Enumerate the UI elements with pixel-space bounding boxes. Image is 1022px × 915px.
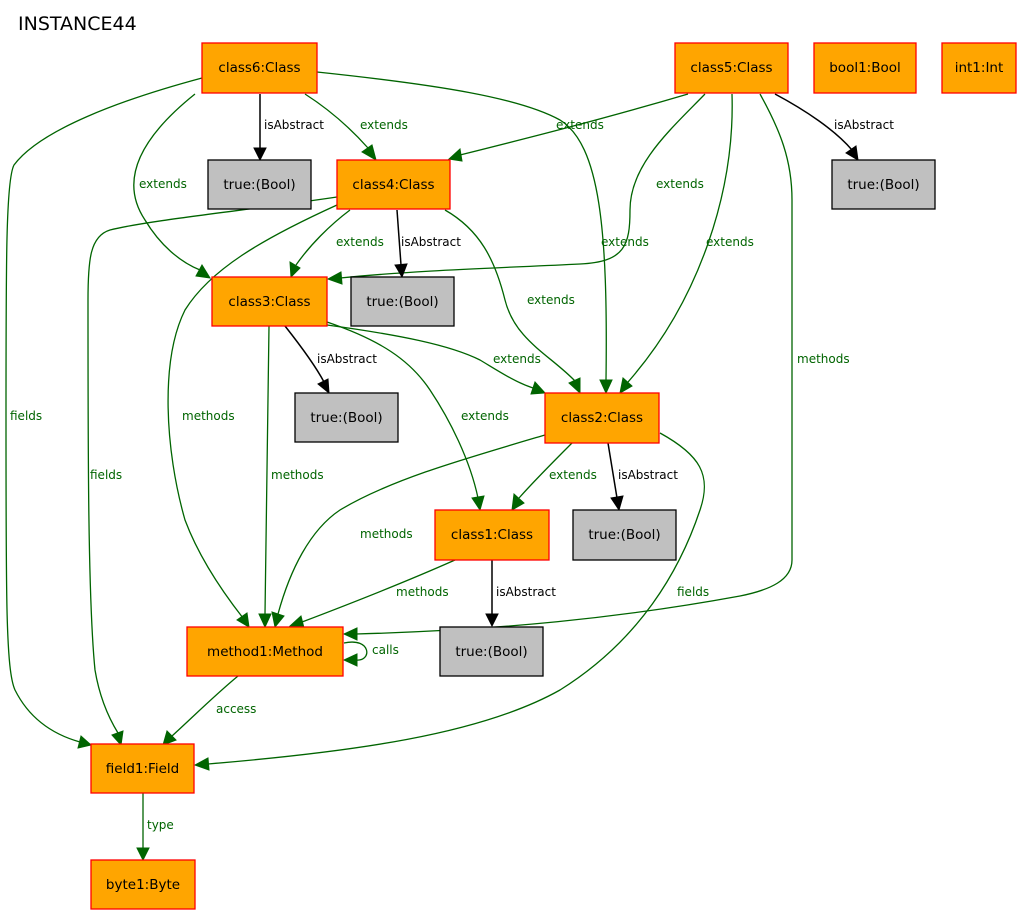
edge-class5-methods-method1: methods	[342, 93, 850, 641]
edge-class5-extends-class4: extends	[447, 93, 689, 162]
edge-class6-fields-field1: fields	[5, 77, 203, 749]
edge-label: extends	[527, 293, 575, 307]
edge-label: extends	[656, 177, 704, 191]
edge-label: isAbstract	[834, 118, 894, 132]
node-byte1[interactable]: byte1:Byte	[90, 859, 196, 910]
edge-label: extends	[706, 235, 754, 249]
edge-class4-isabstract: isAbstract	[394, 209, 461, 279]
edge-class2-methods-method1: methods	[271, 434, 546, 629]
edge-class4-extends-class3: extends	[289, 209, 384, 279]
node-class3[interactable]: class3:Class	[211, 276, 328, 327]
node-label: true:(Bool)	[310, 410, 382, 426]
node-label: true:(Bool)	[847, 177, 919, 193]
edge-class4-fields-field1: fields	[87, 196, 338, 747]
edge-class3-isabstract: isAbstract	[284, 325, 377, 395]
edge-method1-calls-self: calls	[342, 641, 399, 667]
diagram-title: INSTANCE44	[18, 13, 137, 35]
node-class1[interactable]: class1:Class	[434, 509, 550, 561]
node-class6[interactable]: class6:Class	[201, 42, 318, 94]
node-true-class3[interactable]: true:(Bool)	[294, 392, 399, 443]
node-label: byte1:Byte	[106, 877, 180, 893]
edge-class4-methods-method1: methods	[167, 204, 338, 628]
edge-label: methods	[360, 527, 413, 541]
edge-class3-extends-class1: extends	[326, 321, 509, 512]
node-label: class1:Class	[451, 527, 533, 543]
node-label: class2:Class	[561, 410, 643, 426]
edge-label: extends	[493, 352, 541, 366]
edge-label: access	[216, 702, 256, 716]
edge-label: methods	[271, 468, 324, 482]
node-label: int1:Int	[955, 60, 1004, 76]
node-label: method1:Method	[207, 644, 323, 660]
edge-label: type	[147, 818, 174, 832]
edge-label: isAbstract	[317, 352, 377, 366]
edge-label: methods	[182, 409, 235, 423]
edge-class2-isabstract: isAbstract	[607, 442, 678, 512]
node-label: class6:Class	[218, 60, 300, 76]
edge-class3-extends-class2: extends	[326, 324, 547, 395]
edge-label: methods	[396, 585, 449, 599]
edge-class4-extends-class2: extends	[444, 209, 581, 395]
edge-class1-methods-method1: methods	[288, 559, 456, 629]
node-label: true:(Bool)	[455, 644, 527, 660]
node-label: class5:Class	[690, 60, 772, 76]
edge-class5-extends-class2: extends	[619, 93, 754, 394]
edge-label: calls	[372, 643, 399, 657]
edge-class6-extends-class2: extends	[316, 71, 649, 395]
edge-class2-extends-class1: extends	[511, 442, 597, 511]
node-label: class4:Class	[352, 177, 434, 193]
node-true-class5[interactable]: true:(Bool)	[831, 159, 936, 210]
edge-field1-type-byte1: type	[136, 793, 174, 862]
node-method1[interactable]: method1:Method	[186, 626, 344, 677]
edge-label: fields	[90, 468, 122, 482]
node-bool1[interactable]: bool1:Bool	[813, 42, 917, 94]
edge-label: isAbstract	[401, 235, 461, 249]
node-label: true:(Bool)	[223, 177, 295, 193]
node-label: true:(Bool)	[588, 527, 660, 543]
node-label: class3:Class	[228, 294, 310, 310]
edge-label: extends	[556, 118, 604, 132]
edge-label: fields	[677, 585, 709, 599]
edge-class5-isabstract: isAbstract	[774, 93, 894, 161]
node-true-class2[interactable]: true:(Bool)	[572, 509, 677, 561]
node-class4[interactable]: class4:Class	[336, 159, 451, 210]
edge-class1-isabstract: isAbstract	[485, 560, 556, 628]
edge-label: extends	[139, 177, 187, 191]
edge-class3-methods-method1: methods	[258, 325, 324, 629]
node-class5[interactable]: class5:Class	[674, 42, 789, 94]
edge-label: fields	[10, 409, 42, 423]
edge-class5-extends-class3: extends	[326, 93, 706, 285]
node-label: bool1:Bool	[829, 60, 901, 76]
edge-class6-isabstract: isAbstract	[253, 94, 324, 162]
node-class2[interactable]: class2:Class	[544, 392, 660, 444]
edge-class6-extends-class3: extends	[133, 93, 211, 279]
node-true-class6[interactable]: true:(Bool)	[207, 159, 312, 210]
edge-class2-fields-field1: fields	[193, 432, 709, 771]
edge-label: extends	[360, 118, 408, 132]
edge-label: isAbstract	[618, 468, 678, 482]
edge-method1-access-field1: access	[162, 675, 256, 746]
edge-label: extends	[549, 468, 597, 482]
node-int1[interactable]: int1:Int	[941, 42, 1017, 94]
node-true-class1[interactable]: true:(Bool)	[439, 626, 544, 677]
edge-label: isAbstract	[496, 585, 556, 599]
edge-label: extends	[461, 409, 509, 423]
node-label: field1:Field	[106, 761, 179, 777]
edge-label: isAbstract	[264, 118, 324, 132]
edge-label: extends	[601, 235, 649, 249]
node-true-class4[interactable]: true:(Bool)	[350, 276, 455, 327]
node-label: true:(Bool)	[366, 294, 438, 310]
edge-label: extends	[336, 235, 384, 249]
edge-label: methods	[797, 352, 850, 366]
node-field1[interactable]: field1:Field	[90, 743, 195, 794]
edge-class6-extends-class4: extends	[304, 93, 408, 162]
